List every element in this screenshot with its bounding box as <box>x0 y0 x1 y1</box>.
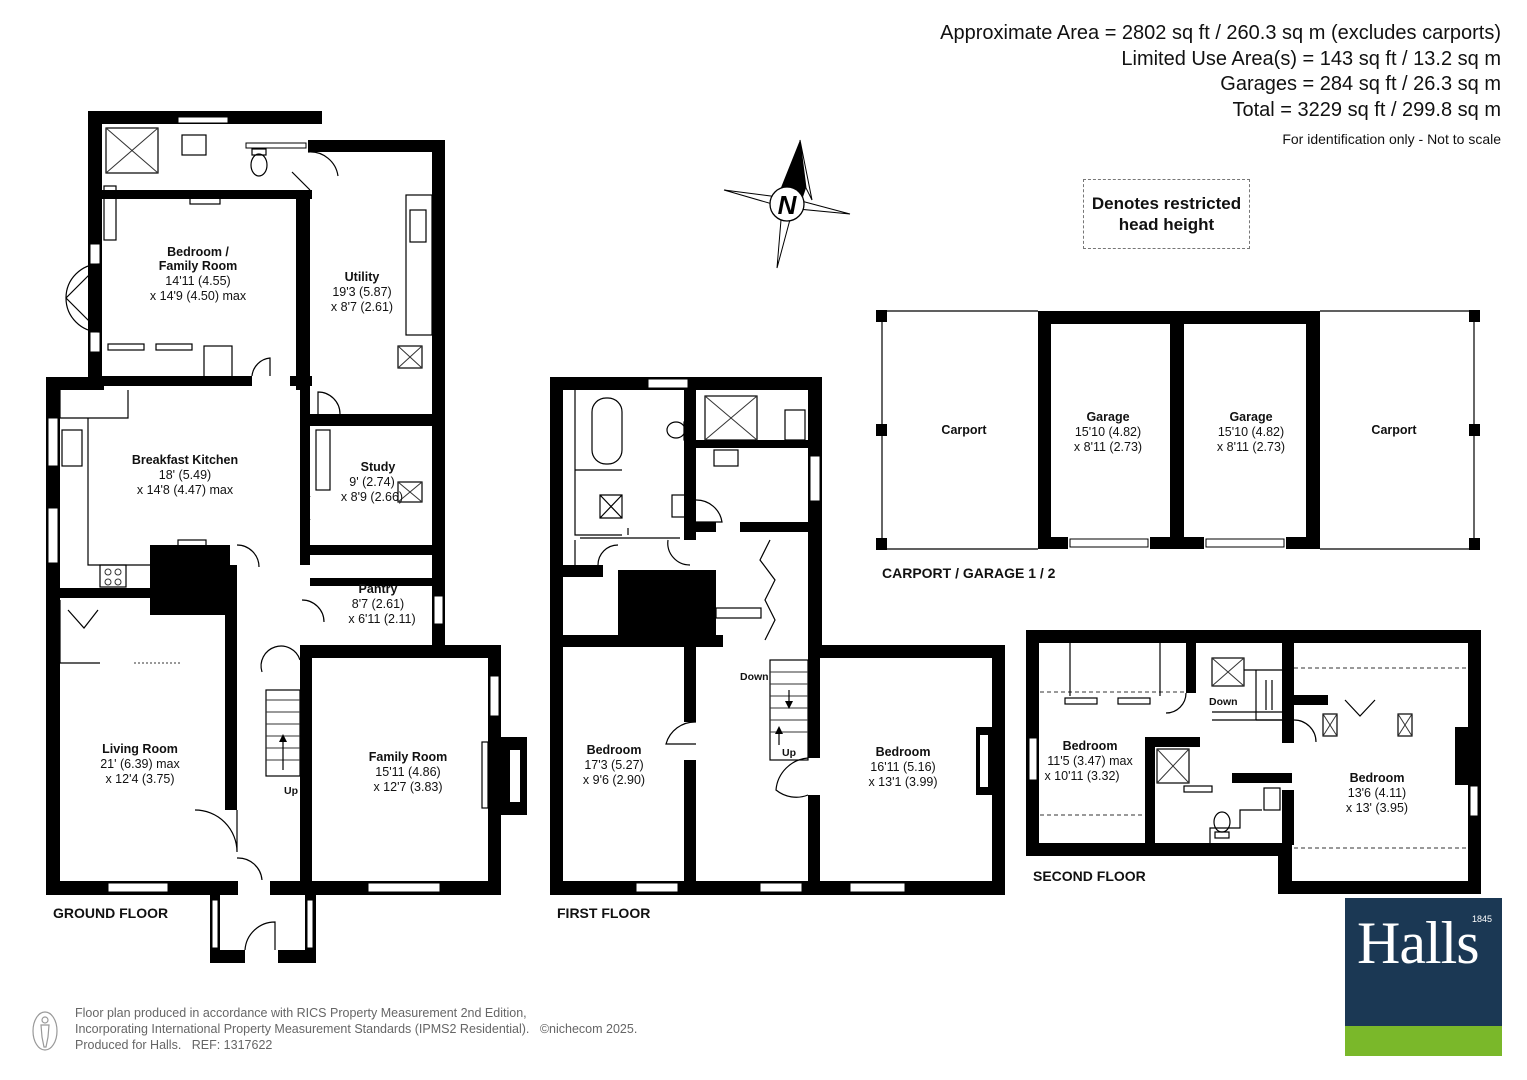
limited-use-area: Limited Use Area(s) = 143 sq ft / 13.2 s… <box>1121 47 1501 70</box>
footer-line-1: Floor plan produced in accordance with R… <box>75 1006 527 1020</box>
room-bedroom-family-name-1: Bedroom / <box>167 245 229 259</box>
room-breakfast-kitchen-name: Breakfast Kitchen <box>132 453 238 467</box>
compass-rose-icon: N <box>723 139 851 269</box>
room-ff-bedroom-1-dim-2: x 9'6 (2.90) <box>583 773 645 787</box>
room-ff-bedroom-1-name: Bedroom <box>587 743 642 757</box>
room-garage-2-dim-1: 15'10 (4.82) <box>1218 425 1284 439</box>
first-floor-plan <box>550 377 1005 895</box>
room-living-name: Living Room <box>102 742 178 756</box>
room-utility-dim-2: x 8'7 (2.61) <box>331 300 393 314</box>
room-pantry-name: Pantry <box>359 582 398 596</box>
room-study-name: Study <box>361 460 396 474</box>
legend-line-2: head height <box>1118 215 1215 234</box>
room-garage-1-dim-1: 15'10 (4.82) <box>1075 425 1141 439</box>
person-scale-icon <box>32 1011 58 1051</box>
room-sf-bedroom-1-dim-1: 11'5 (3.47) max <box>1047 754 1133 768</box>
room-ff-bedroom-2-name: Bedroom <box>876 745 931 759</box>
stair-down-label-second: Down <box>1209 696 1238 708</box>
room-carport-1-name: Carport <box>941 423 987 437</box>
compass-north-label: N <box>778 190 798 220</box>
halls-logo: 1845 Halls <box>1345 898 1502 1056</box>
floor-label-carport: CARPORT / GARAGE 1 / 2 <box>882 565 1056 581</box>
room-pantry-dim-1: 8'7 (2.61) <box>352 597 404 611</box>
garages-area: Garages = 284 sq ft / 26.3 sq m <box>1220 73 1501 95</box>
approx-area: Approximate Area = 2802 sq ft / 260.3 sq… <box>940 22 1501 44</box>
scale-note: For identification only - Not to scale <box>1282 131 1501 147</box>
room-sf-bedroom-2-name: Bedroom <box>1350 771 1405 785</box>
room-garage-2-name: Garage <box>1229 410 1272 424</box>
room-garage-1-name: Garage <box>1086 410 1129 424</box>
room-study-dim-2: x 8'9 (2.66) <box>341 490 403 504</box>
room-breakfast-kitchen-dim-1: 18' (5.49) <box>159 468 211 482</box>
room-sf-bedroom-1-dim-2: x 10'11 (3.32) <box>1044 769 1119 783</box>
footer-ref: REF: 1317622 <box>191 1038 273 1052</box>
room-carport-2-name: Carport <box>1371 423 1417 437</box>
room-study-dim-1: 9' (2.74) <box>349 475 394 489</box>
room-sf-bedroom-2-dim-2: x 13' (3.95) <box>1346 801 1408 815</box>
carport-garage-plan <box>876 310 1480 550</box>
room-sf-bedroom-2-dim-1: 13'6 (4.11) <box>1348 786 1406 800</box>
room-breakfast-kitchen-dim-2: x 14'8 (4.47) max <box>137 483 234 497</box>
room-utility-dim-1: 19'3 (5.87) <box>332 285 391 299</box>
stair-up-label-ground: Up <box>284 785 298 797</box>
room-living-dim-1: 21' (6.39) max <box>100 757 180 771</box>
total-area: Total = 3229 sq ft / 299.8 sq m <box>1232 98 1502 121</box>
brand-green-bar <box>1345 1026 1502 1056</box>
room-bedroom-family-name-2: Family Room <box>159 259 238 273</box>
legend-line-1: Denotes restricted <box>1091 194 1242 213</box>
room-garage-1-dim-2: x 8'11 (2.73) <box>1074 440 1142 454</box>
second-floor-plan <box>1026 630 1481 894</box>
footer-text: Floor plan produced in accordance with R… <box>75 1005 637 1053</box>
room-pantry-dim-2: x 6'11 (2.11) <box>348 612 415 626</box>
room-garage-2-dim-2: x 8'11 (2.73) <box>1217 440 1285 454</box>
brand-name: Halls <box>1357 910 1480 976</box>
room-ff-bedroom-2-dim-1: 16'11 (5.16) <box>870 760 935 774</box>
floor-label-first: FIRST FLOOR <box>557 905 650 921</box>
area-summary: Approximate Area = 2802 sq ft / 260.3 sq… <box>940 21 1501 123</box>
room-family-dim-2: x 12'7 (3.83) <box>373 780 442 794</box>
stair-down-label-first: Down <box>740 671 769 683</box>
footer-line-3: Produced for Halls. <box>75 1038 182 1052</box>
room-bedroom-family-dim-2: x 14'9 (4.50) max <box>150 289 247 303</box>
room-family-dim-1: 15'11 (4.86) <box>375 765 440 779</box>
room-ff-bedroom-2-dim-2: x 13'1 (3.99) <box>868 775 937 789</box>
room-labels: Bedroom / Family Room 14'11 (4.55) x 14'… <box>53 245 1417 921</box>
floor-label-second: SECOND FLOOR <box>1033 868 1146 884</box>
room-sf-bedroom-1-name: Bedroom <box>1063 739 1118 753</box>
room-family-name: Family Room <box>369 750 448 764</box>
room-bedroom-family-dim-1: 14'11 (4.55) <box>165 274 230 288</box>
room-ff-bedroom-1-dim-1: 17'3 (5.27) <box>584 758 643 772</box>
footer-line-2: Incorporating International Property Mea… <box>75 1022 530 1036</box>
floor-label-ground: GROUND FLOOR <box>53 905 168 921</box>
restricted-height-legend: Denotes restricted head height <box>1083 179 1250 249</box>
footer-copyright: ©nichecom 2025. <box>539 1022 638 1036</box>
room-utility-name: Utility <box>345 270 380 284</box>
brand-year: 1845 <box>1471 914 1492 924</box>
room-living-dim-2: x 12'4 (3.75) <box>105 772 174 786</box>
ground-floor-plan <box>46 111 527 963</box>
stair-up-label-first: Up <box>782 747 796 759</box>
